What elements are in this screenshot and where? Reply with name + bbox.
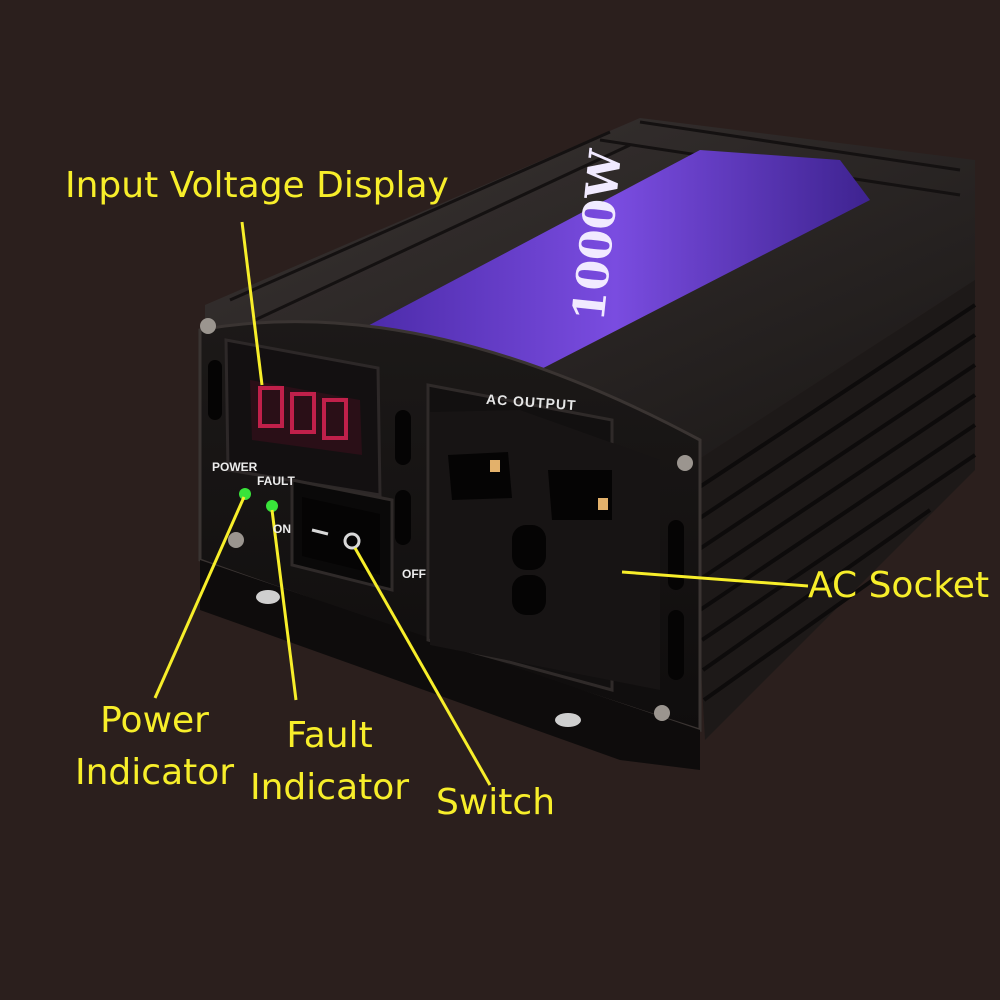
inverter-side: [690, 280, 975, 740]
switch-callout: Switch: [436, 782, 556, 823]
on-label: ON: [273, 522, 291, 536]
fault-label: FAULT: [257, 474, 295, 488]
vent-slot: [395, 410, 411, 465]
ac-socket-callout: AC Socket: [808, 565, 990, 606]
power-label: POWER: [212, 460, 258, 474]
fault-indicator-callout: Fault Indicator: [250, 710, 409, 814]
side-ribs: [693, 303, 977, 702]
socket-hole: [548, 470, 612, 520]
socket-hole: [448, 452, 512, 500]
vent-slot: [668, 520, 684, 590]
seven-segment-digits: [258, 386, 348, 440]
vent-slot: [395, 490, 411, 545]
screw-icon: [200, 318, 216, 334]
label-sticker: [360, 150, 870, 380]
fault-indicator-line2: Indicator: [250, 767, 410, 809]
callout-lines: [153, 221, 809, 786]
power-indicator-line2: Indicator: [75, 752, 235, 794]
power-indicator-callout: Power Indicator: [75, 695, 234, 799]
heatsink-ribs: [229, 120, 961, 322]
vent-slot: [208, 360, 222, 420]
fault-led: [266, 500, 278, 512]
screw-icon: [677, 455, 693, 471]
off-label: OFF: [402, 567, 426, 581]
screw-icon: [228, 532, 244, 548]
fault-indicator-line1: Fault: [286, 715, 373, 756]
power-led: [239, 488, 251, 500]
screw-hole-left: [256, 590, 280, 604]
socket-hole: [512, 525, 546, 570]
socket-hole: [512, 575, 546, 615]
input-voltage-display-callout: Input Voltage Display: [65, 165, 449, 206]
screw-icon: [654, 705, 670, 721]
power-indicator-line1: Power: [100, 700, 209, 741]
screw-hole-right: [555, 713, 581, 727]
vent-slot: [668, 610, 684, 680]
